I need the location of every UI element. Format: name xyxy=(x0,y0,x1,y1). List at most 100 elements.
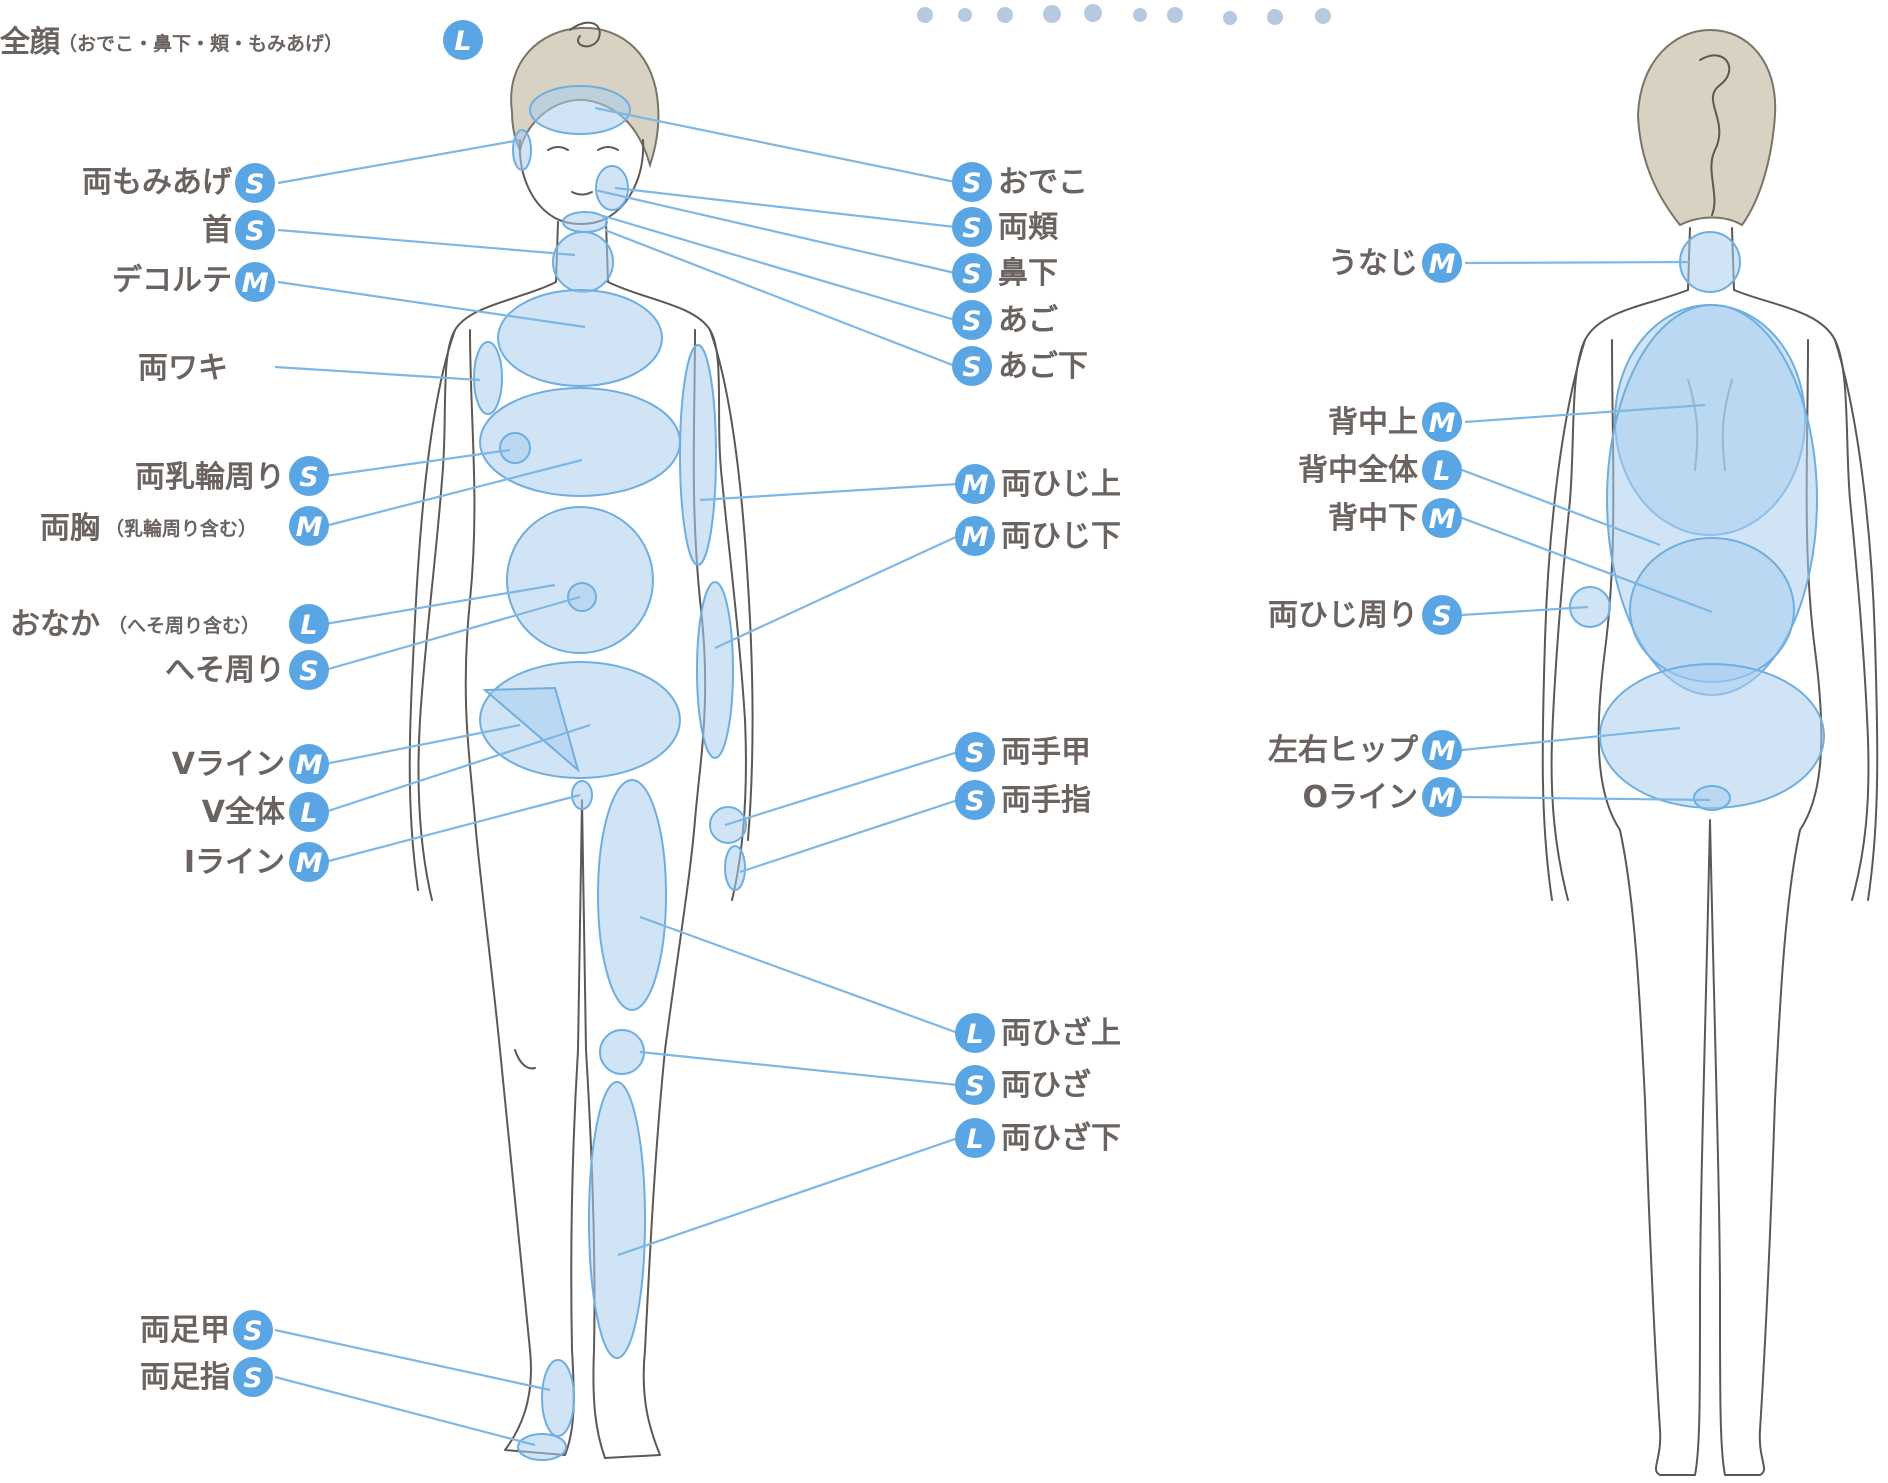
svg-text:L: L xyxy=(300,610,317,641)
label-forearm: M 両ひじ下 xyxy=(955,516,1121,556)
svg-text:背中全体: 背中全体 xyxy=(1298,453,1419,488)
svg-text:両ひざ下: 両ひざ下 xyxy=(1001,1121,1121,1156)
label-instep: 両足甲 S xyxy=(140,1310,273,1350)
label-forehead: S おでこ xyxy=(952,162,1088,202)
zone-forearm xyxy=(697,582,733,758)
zone-upper-arm xyxy=(680,345,716,565)
label-upperarm: M 両ひじ上 xyxy=(955,464,1121,504)
svg-text:S: S xyxy=(243,1363,262,1394)
label-handback: S 両手甲 xyxy=(955,732,1091,772)
svg-text:S: S xyxy=(965,786,984,817)
svg-text:首: 首 xyxy=(202,213,232,248)
svg-text:S: S xyxy=(962,213,981,244)
label-backfull: 背中全体 L xyxy=(1298,450,1462,490)
svg-text:（へそ周り含む）: （へそ周り含む） xyxy=(108,614,260,637)
label-stomach: おなか （へそ周り含む） L xyxy=(10,604,329,644)
front-mouth xyxy=(572,192,592,195)
svg-text:L: L xyxy=(300,798,317,829)
svg-text:L: L xyxy=(966,1124,983,1155)
svg-text:あご下: あご下 xyxy=(998,349,1088,384)
zone-forehead xyxy=(530,86,630,134)
svg-text:両ひざ: 両ひざ xyxy=(1001,1068,1091,1103)
zone-lower-back xyxy=(1630,538,1794,682)
svg-text:おなか: おなか xyxy=(10,607,100,642)
svg-text:S: S xyxy=(1432,601,1451,632)
front-zones xyxy=(474,86,746,1460)
label-shin: L 両ひざ下 xyxy=(955,1118,1121,1158)
zone-shin xyxy=(589,1082,645,1358)
label-lowerback: 背中下 M xyxy=(1328,498,1462,538)
zone-neck xyxy=(553,232,613,292)
svg-text:M: M xyxy=(1429,736,1456,767)
svg-text:M: M xyxy=(242,268,269,299)
svg-text:デコルテ: デコルテ xyxy=(112,263,232,298)
decorative-dots xyxy=(917,4,1331,25)
svg-text:M: M xyxy=(1429,249,1456,280)
svg-text:両手甲: 両手甲 xyxy=(1001,735,1091,770)
zone-areola xyxy=(500,433,530,463)
label-face-full-note: （おでこ・鼻下・頬・もみあげ） xyxy=(58,32,343,55)
label-chest: 両胸 （乳輪周り含む） M xyxy=(40,506,329,546)
label-vline: Vライン M xyxy=(172,744,329,784)
svg-text:両足指: 両足指 xyxy=(140,1360,230,1395)
svg-text:M: M xyxy=(296,750,323,781)
svg-text:両胸: 両胸 xyxy=(40,511,100,546)
label-vfull: V全体 L xyxy=(202,792,329,832)
label-upperlip: S 鼻下 xyxy=(952,253,1058,293)
svg-text:Iライン: Iライン xyxy=(184,845,285,880)
label-neck: 首 S xyxy=(202,210,275,250)
back-label-list: うなじ M 背中上 M 背中全体 L 背中下 M 両ひじ周り S 左右ヒップ M xyxy=(1268,243,1462,817)
svg-text:（乳輪周り含む）: （乳輪周り含む） xyxy=(105,517,257,540)
label-navel: へそ周り S xyxy=(165,650,329,690)
zone-thigh xyxy=(598,780,666,1010)
svg-text:両もみあげ: 両もみあげ xyxy=(82,165,233,200)
zone-toes xyxy=(518,1434,566,1460)
svg-text:両乳輪周り: 両乳輪周り xyxy=(135,460,285,495)
zone-stomach xyxy=(507,507,653,653)
back-hair xyxy=(1638,30,1775,225)
svg-text:うなじ: うなじ xyxy=(1328,246,1418,281)
svg-text:S: S xyxy=(243,1316,262,1347)
front-knee-mark xyxy=(515,1050,535,1068)
badge-face-full: L xyxy=(454,26,471,57)
label-armpits: 両ワキ xyxy=(138,351,228,386)
zone-sideburn xyxy=(513,130,531,170)
svg-text:両頬: 両頬 xyxy=(998,210,1059,245)
zone-i-line xyxy=(572,781,592,809)
svg-text:S: S xyxy=(965,1071,984,1102)
svg-text:M: M xyxy=(962,522,989,553)
label-thigh: L 両ひざ上 xyxy=(955,1013,1121,1053)
svg-text:おでこ: おでこ xyxy=(998,165,1088,200)
zone-armpit xyxy=(474,342,502,414)
label-knee: S 両ひざ xyxy=(955,1065,1091,1105)
svg-text:S: S xyxy=(962,168,981,199)
label-face-full: 全顔 （おでこ・鼻下・頬・もみあげ） L xyxy=(0,20,483,60)
svg-text:両ひじ上: 両ひじ上 xyxy=(1001,467,1121,502)
svg-text:V全体: V全体 xyxy=(202,795,286,830)
label-underchin: S あご下 xyxy=(952,346,1088,386)
label-oline: Oライン M xyxy=(1302,777,1462,817)
svg-text:S: S xyxy=(965,738,984,769)
svg-text:S: S xyxy=(245,169,264,200)
svg-text:S: S xyxy=(299,462,318,493)
zone-instep xyxy=(542,1360,574,1436)
label-cheeks: S 両頬 xyxy=(952,207,1059,247)
label-hips: 左右ヒップ M xyxy=(1268,730,1462,770)
zone-decollete xyxy=(498,290,662,386)
label-nape: うなじ M xyxy=(1328,243,1462,283)
label-elbow: 両ひじ周り S xyxy=(1268,595,1462,635)
svg-text:S: S xyxy=(299,656,318,687)
svg-text:S: S xyxy=(962,352,981,383)
svg-text:左右ヒップ: 左右ヒップ xyxy=(1268,733,1419,768)
zone-navel xyxy=(568,583,596,611)
label-fingers: S 両手指 xyxy=(955,780,1091,820)
svg-text:Oライン: Oライン xyxy=(1302,780,1418,815)
svg-text:両手指: 両手指 xyxy=(1001,783,1091,818)
svg-text:両足甲: 両足甲 xyxy=(140,1313,230,1348)
svg-text:S: S xyxy=(245,216,264,247)
svg-text:へそ周り: へそ周り xyxy=(165,653,285,688)
svg-text:あご: あご xyxy=(998,303,1058,338)
label-chin: S あご xyxy=(952,300,1058,340)
svg-text:M: M xyxy=(296,512,323,543)
